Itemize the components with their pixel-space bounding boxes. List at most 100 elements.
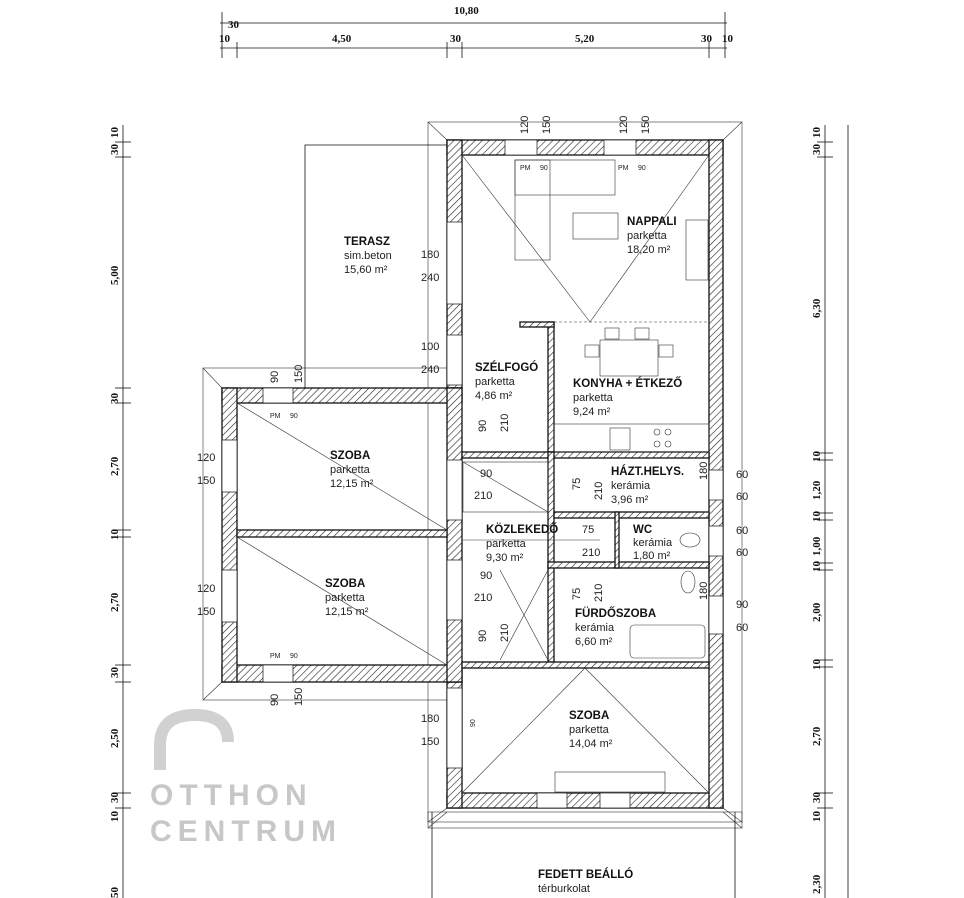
dimension-label: 180 (698, 462, 710, 480)
room-name: WC (633, 524, 652, 536)
dimension-label: 90 (480, 570, 492, 582)
dimension-label: PM (270, 653, 281, 660)
dim-label: 30 (109, 792, 121, 804)
dim-label: 2,30 (811, 874, 823, 894)
dim-label: 10 (722, 33, 734, 45)
room-area: 18,20 m² (627, 244, 671, 256)
room-floor: sim.beton (344, 250, 392, 262)
dimension-label: 210 (474, 490, 492, 502)
dimension-label: 90 (269, 694, 281, 706)
dimension-label: 240 (421, 364, 439, 376)
room-floor: kerámia (575, 622, 615, 634)
dim-label: 2,70 (811, 726, 823, 746)
dim-label: 1,00 (811, 536, 823, 556)
dim-label: 10 (109, 529, 121, 541)
dimension-label: 100 (421, 341, 439, 353)
dimension-label: 120 (197, 452, 215, 464)
dimension-label: 180 (421, 249, 439, 261)
watermark-line1: OTTHON (150, 779, 313, 812)
dim-label: 30 (450, 33, 462, 45)
dimension-label: 210 (499, 414, 511, 432)
dimension-label: 120 (197, 583, 215, 595)
left-dimension-lines: 30 10 5,00 30 2,70 10 2,70 30 2,50 30 10… (109, 125, 131, 898)
dim-total: 10,80 (454, 5, 479, 17)
dimension-label: 120 (519, 116, 531, 134)
dimension-label: 210 (593, 584, 605, 602)
dim-label: 30 (811, 792, 823, 804)
dim-label: 5,20 (575, 33, 595, 45)
dimension-label: 60 (736, 622, 748, 634)
room-floor: parketta (486, 538, 527, 550)
room-area: 4,86 m² (475, 390, 513, 402)
dim-label: 50 (109, 887, 121, 898)
dimension-label: 60 (736, 525, 748, 537)
dimension-label: 210 (474, 592, 492, 604)
watermark-logo-icon (154, 708, 234, 770)
dimension-label: 150 (293, 365, 305, 383)
dim-label: 10 (811, 127, 823, 139)
room-floor: kerámia (611, 480, 651, 492)
dimension-label: 90 (540, 165, 548, 172)
dimension-label: 90 (290, 653, 298, 660)
dim-label: 5,00 (109, 265, 121, 285)
dimension-label: 75 (582, 524, 594, 536)
room-area: 9,30 m² (486, 552, 524, 564)
room-name: FÜRDŐSZOBA (575, 607, 656, 620)
dimension-label: 90 (480, 468, 492, 480)
room-area: 15,60 m² (344, 264, 388, 276)
dim-label: 30 (109, 667, 121, 679)
dim-label: 10 (811, 511, 823, 523)
dim-label: 10 (109, 811, 121, 823)
room-area: 9,24 m² (573, 406, 611, 418)
room-name: NAPPALI (627, 216, 677, 228)
dimension-label: 60 (736, 469, 748, 481)
dim-label: 10 (219, 33, 231, 45)
room-name: KÖZLEKEDŐ (486, 523, 558, 536)
dimension-label: 180 (698, 582, 710, 600)
dimension-label: 210 (593, 482, 605, 500)
dimension-label: PM (270, 413, 281, 420)
room-name: HÁZT.HELYS. (611, 465, 684, 478)
openings (221, 139, 724, 809)
dimension-label: 60 (736, 547, 748, 559)
room-terasz: TERASZ sim.beton 15,60 m² (344, 236, 392, 276)
dimension-label: 90 (736, 599, 748, 611)
dim-label: 10 (109, 127, 121, 139)
dim-label: 10 (811, 561, 823, 573)
room-floor: parketta (475, 376, 516, 388)
room-name: SZOBA (569, 710, 609, 722)
room-area: 12,15 m² (325, 606, 369, 618)
dim-label: 10 (811, 451, 823, 463)
dimension-label: PM (618, 165, 629, 172)
dim-label: 30 (109, 393, 121, 405)
dim-label: 30 (701, 33, 713, 45)
room-area: 6,60 m² (575, 636, 613, 648)
room-floor: parketta (627, 230, 668, 242)
dim-label: 2,70 (109, 592, 121, 612)
dimension-label: 90 (477, 630, 489, 642)
dimension-label: 150 (541, 116, 553, 134)
dimension-label: 150 (197, 475, 215, 487)
dim-label: 2,50 (109, 728, 121, 748)
opening-labels: 120 150 120 150 180 240 100 240 90 150 1… (197, 116, 748, 748)
dim-label: 2,00 (811, 602, 823, 622)
dim-label: 30 (811, 144, 823, 156)
dimension-label: 150 (421, 736, 439, 748)
dimension-label: 90 (470, 719, 477, 727)
dimension-label: 90 (269, 371, 281, 383)
room-area: 14,04 m² (569, 738, 613, 750)
right-dimension-lines: 30 10 6,30 10 1,20 10 1,00 10 2,00 10 2,… (811, 125, 849, 898)
dim-label: 10 (811, 811, 823, 823)
dimension-label: 150 (640, 116, 652, 134)
room-floor: parketta (569, 724, 610, 736)
dimension-label: PM (520, 165, 531, 172)
room-kozlekedo: KÖZLEKEDŐ parketta 9,30 m² (486, 523, 558, 564)
dim-label: 30 (228, 19, 240, 31)
room-labels: NAPPALI parketta 18,20 m² TERASZ sim.beton 1… (325, 216, 684, 895)
room-name: TERASZ (344, 236, 390, 248)
room-area: 1,80 m² (633, 550, 671, 562)
